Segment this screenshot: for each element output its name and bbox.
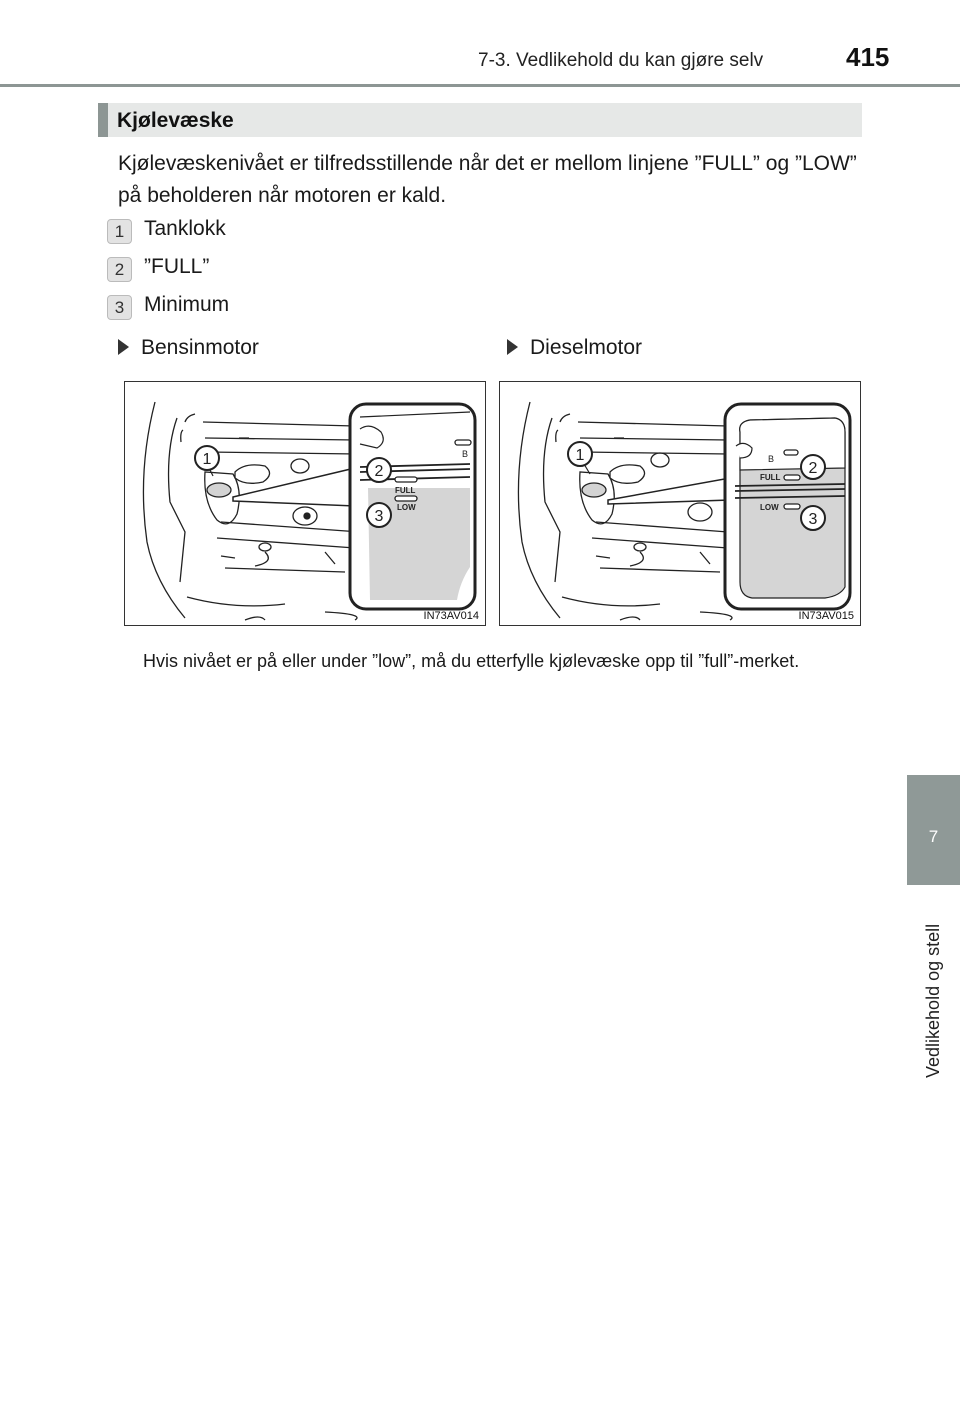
item-label: ”FULL” [144, 255, 210, 278]
callout-2: 2 [375, 463, 384, 480]
subheading-petrol: Bensinmotor [118, 336, 259, 360]
subheading-text: Bensinmotor [141, 336, 259, 359]
callout-2: 2 [809, 460, 818, 477]
item-number-badge: 3 [107, 295, 132, 320]
intro-paragraph: Kjølevæskenivået er tilfredsstillende nå… [118, 152, 857, 207]
subheading-diesel: Dieselmotor [507, 336, 642, 360]
chapter-section-title: 7-3. Vedlikehold du kan gjøre selv [478, 50, 764, 71]
item-number-badge: 2 [107, 257, 132, 282]
chapter-tab-text: Vedlikehold og stell [923, 923, 943, 1078]
chapter-tab-label: Vedlikehold og stell [907, 898, 960, 1088]
section-heading-bar: Kjølevæske [98, 103, 862, 137]
figure-petrol-engine: B FULL LOW 1 2 3 IN73AV014 [124, 381, 486, 626]
tank-mark-low: LOW [397, 503, 416, 512]
triangle-bullet-icon [118, 339, 129, 355]
tank-mark-low: LOW [760, 503, 779, 512]
header-divider [0, 84, 960, 87]
tank-mark-full: FULL [760, 473, 781, 482]
page-number: 415 [846, 42, 890, 72]
triangle-bullet-icon [507, 339, 518, 355]
item-label: Tanklokk [144, 217, 226, 240]
tank-mark-b: B [462, 449, 468, 459]
callout-3: 3 [375, 508, 384, 525]
chapter-tab-number: 7 [907, 775, 960, 885]
tank-mark-b: B [768, 454, 774, 464]
figure-diesel-engine: B FULL LOW 1 2 3 IN73AV015 [499, 381, 861, 626]
refill-note: Hvis nivået er på eller under ”low”, må … [143, 651, 800, 671]
section-title: Kjølevæske [117, 109, 234, 132]
callout-1: 1 [203, 451, 212, 468]
tank-mark-full: FULL [395, 486, 416, 495]
engine-bay-illustration: B FULL LOW 1 2 3 [142, 401, 477, 621]
callout-3: 3 [809, 511, 818, 528]
item-label: Minimum [144, 293, 230, 316]
figure-code: IN73AV015 [798, 610, 854, 622]
figure-code: IN73AV014 [423, 610, 479, 622]
section-accent [98, 103, 108, 137]
callout-1: 1 [576, 447, 585, 464]
subheading-text: Dieselmotor [530, 336, 643, 359]
item-number-badge: 1 [107, 219, 132, 244]
engine-bay-illustration: B FULL LOW 1 2 3 [517, 401, 852, 621]
